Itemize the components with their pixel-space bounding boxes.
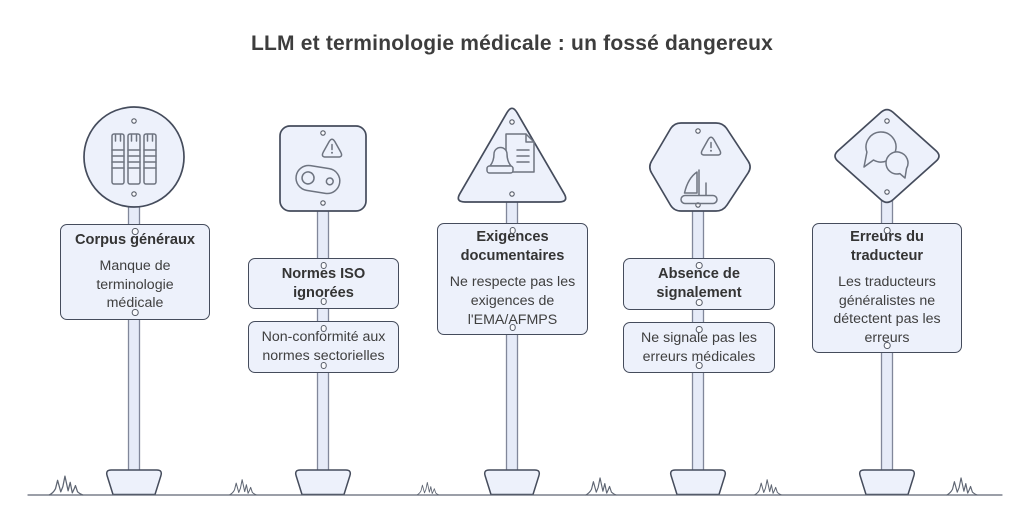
sign-body: Ne respecte pas les exigences de l'EMA/A… <box>449 274 576 328</box>
sign-shape-circle <box>83 106 185 208</box>
post-base <box>294 469 352 496</box>
sign-board-normes-iso-body: Non-conformité aux normes sectorielles <box>248 321 399 373</box>
post-base <box>483 469 541 496</box>
sign-board-corpus-generaux: Corpus généraux Manque de terminologie m… <box>60 224 210 320</box>
stamp-document-icon <box>486 133 535 174</box>
sign-board-erreurs-traducteur: Erreurs du traducteur Les traducteurs gé… <box>812 223 962 353</box>
sign-title: Erreurs du traducteur <box>850 229 924 265</box>
screw-icon <box>695 128 701 134</box>
screw-icon <box>320 362 327 369</box>
books-icon <box>111 133 157 185</box>
sign-shape-diamond <box>834 108 940 204</box>
screw-icon <box>695 262 703 269</box>
grass-tuft <box>753 479 783 496</box>
screw-icon <box>131 191 137 197</box>
sign-board-normes-iso-title: Normes ISO ignorées <box>248 258 399 309</box>
grass-tuft <box>585 477 617 496</box>
screw-icon <box>509 119 515 125</box>
screw-icon <box>131 228 139 235</box>
screw-icon <box>509 227 516 234</box>
screw-icon <box>320 200 326 206</box>
screw-icon <box>320 262 327 269</box>
grass-tuft <box>48 475 84 496</box>
sign-board-absence-signalement-body: Ne signale pas les erreurs médicales <box>623 322 775 373</box>
grass-tuft <box>416 481 440 496</box>
warning-belt-icon <box>295 138 343 195</box>
screw-icon <box>884 189 890 195</box>
sign-title: Corpus généraux <box>74 231 196 248</box>
sign-title: Exigences documentaires <box>460 229 565 265</box>
sign-title: Normes ISO ignorées <box>281 265 366 301</box>
screw-icon <box>883 342 891 349</box>
screw-icon <box>883 227 891 234</box>
post-base <box>858 469 916 496</box>
screw-icon <box>131 118 137 124</box>
screw-icon <box>509 191 515 197</box>
chat-bubbles-icon <box>863 131 909 179</box>
screw-icon <box>509 324 516 331</box>
sign-shape-hexagon <box>648 122 751 212</box>
circle-sign-plate <box>83 106 185 208</box>
grass-tuft <box>946 477 978 496</box>
sign-board-exigences-documentaires: Exigences documentaires Ne respecte pas … <box>437 223 588 335</box>
post-base <box>105 469 163 496</box>
page-title: LLM et terminologie médicale : un fossé … <box>250 32 774 55</box>
sign-body: Ne signale pas les erreurs médicales <box>641 329 757 365</box>
screw-icon <box>884 118 890 124</box>
boat-warning-icon <box>680 136 722 205</box>
triangle-sign-plate <box>457 107 567 203</box>
diamond-sign-plate <box>834 108 940 204</box>
screw-icon <box>695 326 703 333</box>
screw-icon <box>695 362 703 369</box>
post-base <box>669 469 727 496</box>
screw-icon <box>320 325 327 332</box>
screw-icon <box>320 298 327 305</box>
screw-icon <box>131 309 139 316</box>
sign-title: Absence de signalement <box>656 266 742 301</box>
screw-icon <box>695 299 703 306</box>
hexagon-sign-plate <box>648 122 751 212</box>
sign-body: Les traducteurs généralistes ne détecten… <box>833 274 941 347</box>
sign-shape-triangle <box>457 107 567 203</box>
sign-board-absence-signalement-title: Absence de signalement <box>623 258 775 310</box>
sign-shape-rounded-square <box>279 125 367 212</box>
sign-body: Manque de terminologie médicale <box>96 257 174 312</box>
grass-tuft <box>228 479 258 496</box>
screw-icon <box>320 130 326 136</box>
square-sign-plate <box>279 125 367 212</box>
sign-body: Non-conformité aux normes sectorielles <box>261 329 386 364</box>
